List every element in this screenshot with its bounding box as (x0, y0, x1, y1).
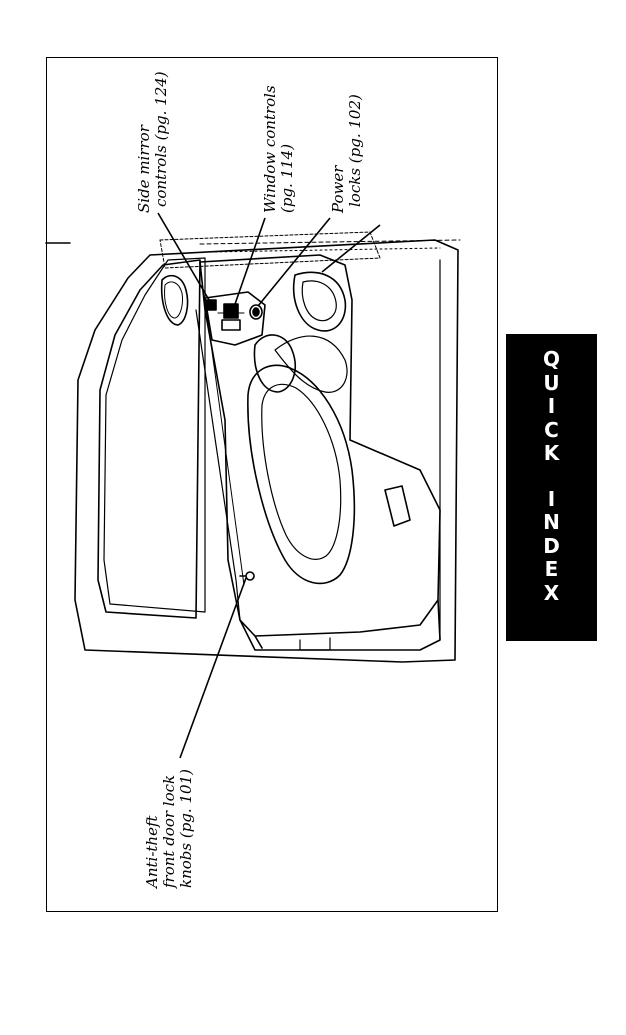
leader-anti-theft (180, 578, 246, 758)
door-sill (240, 600, 440, 650)
window-opening (104, 258, 205, 612)
callout-power-locks: Power locks (pg. 102) (330, 94, 364, 213)
door-pull-handle (254, 335, 295, 392)
door-frame-inner (98, 260, 200, 618)
door-handle-recess (385, 486, 410, 526)
mirror-switch (206, 300, 216, 310)
lock-knob (246, 572, 254, 580)
quick-index-tab[interactable]: Q U I C K I N D E X (506, 334, 597, 641)
quick-index-label: Q U I C K I N D E X (506, 348, 597, 605)
window-switch (224, 304, 238, 318)
callout-window-controls: Window controls (pg. 114) (262, 85, 296, 213)
callout-side-mirror: Side mirror controls (pg. 124) (136, 71, 170, 213)
leader-extra (322, 225, 380, 272)
callout-anti-theft: Anti-theft front door lock knobs (pg. 10… (144, 769, 195, 888)
leader-side-mirror (158, 213, 212, 305)
